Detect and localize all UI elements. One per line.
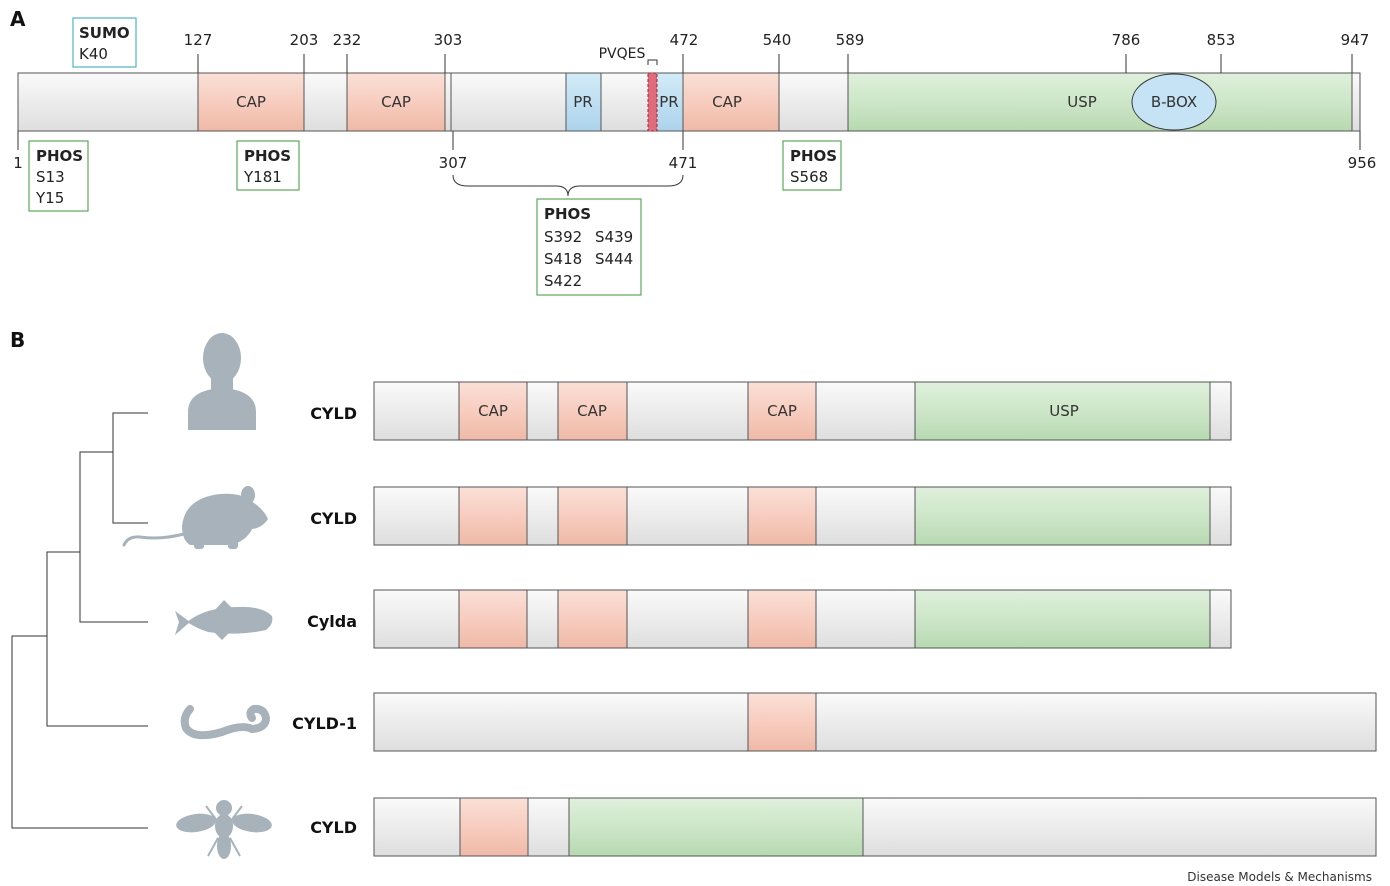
pos-label-1: 1 (13, 154, 23, 172)
pos-label-203: 203 (290, 31, 319, 49)
cap-domain (458, 486, 528, 546)
protein-bar-worm-cyld-1 (373, 692, 1377, 752)
protein-name-mouse: CYLD (310, 509, 357, 528)
cap-domain-1-label: CAP (236, 93, 266, 111)
b-box-label: B-BOX (1151, 93, 1197, 111)
sumo-site: K40 (79, 45, 108, 63)
b-box-domain (1131, 73, 1217, 131)
cap-domain (459, 797, 529, 857)
cap-domain (557, 381, 628, 441)
cap-domain-3-label: CAP (712, 93, 742, 111)
cap-domain (557, 589, 628, 649)
usp-domain-label: USP (1049, 402, 1079, 420)
cap-domain (747, 486, 817, 546)
pos-label-589: 589 (836, 31, 865, 49)
cap-domain (557, 486, 628, 546)
phos-site: Y181 (243, 168, 282, 186)
usp-domain (568, 797, 864, 857)
phos-site: Y15 (35, 189, 64, 207)
zebrafish-icon (175, 600, 273, 640)
usp-domain (914, 589, 1211, 649)
sumo-site-box: SUMO K40 (72, 17, 137, 68)
pos-label-303: 303 (434, 31, 463, 49)
pos-label-127: 127 (184, 31, 213, 49)
fly-icon (176, 800, 272, 859)
top-position-ticks (197, 54, 1353, 73)
phos-box-y181: PHOS Y181 (236, 140, 300, 191)
pr-domain-2-label: PR (659, 93, 678, 111)
pr-domain-1 (565, 72, 602, 132)
phos-site: S444 (595, 250, 633, 268)
bottom-position-ticks (17, 131, 1361, 150)
cap-domain (747, 381, 817, 441)
phos-box-nterm: PHOS S13 Y15 (28, 140, 89, 212)
panel-a-protein-map: CAP CAP PR PR CAP PVQES USP B-BOX (13, 31, 1376, 197)
phos-site: S422 (544, 272, 582, 290)
pos-label-956: 956 (1348, 154, 1377, 172)
usp-domain (847, 72, 1353, 132)
phos-title: PHOS (244, 147, 291, 165)
cap-domain-label: CAP (767, 402, 797, 420)
usp-domain (914, 381, 1211, 441)
phos-site: S439 (595, 228, 633, 246)
pos-label-471: 471 (669, 154, 698, 172)
phos-site: S418 (544, 250, 582, 268)
journal-credit: Disease Models & Mechanisms (1187, 870, 1372, 884)
pos-label-853: 853 (1207, 31, 1236, 49)
protein-name-zebrafish: Cylda (307, 612, 357, 631)
pos-label-786: 786 (1112, 31, 1141, 49)
pr-domain-1-label: PR (573, 93, 592, 111)
protein-bar-zebrafish-cylda (373, 589, 1232, 649)
cap-domain (747, 589, 817, 649)
human-icon (188, 333, 256, 430)
protein-bar-human-cyld: CAP CAP CAP USP (373, 381, 1232, 441)
phos-site: S392 (544, 228, 582, 246)
pvqes-bracket (647, 59, 658, 65)
protein-names: CYLD CYLD Cylda CYLD-1 CYLD (292, 404, 357, 837)
cap-domain-2 (346, 72, 446, 132)
pvqes-label: PVQES (599, 46, 646, 62)
phos-site: S568 (790, 168, 828, 186)
protein-name-fly: CYLD (310, 818, 357, 837)
bottom-position-labels: 1 307 471 956 (13, 154, 1376, 172)
worm-icon (180, 704, 271, 740)
usp-domain-label: USP (1067, 93, 1097, 111)
cap-domain-label: CAP (577, 402, 607, 420)
phos-title: PHOS (36, 147, 83, 165)
sumo-title: SUMO (79, 24, 130, 42)
phylogenetic-tree (11, 412, 148, 829)
usp-domain (914, 486, 1211, 546)
cap-domain (458, 381, 528, 441)
cap-domain-label: CAP (478, 402, 508, 420)
panel-a-label: A (10, 7, 26, 31)
cap-domain (747, 692, 817, 752)
phos-box-s568: PHOS S568 (782, 140, 842, 191)
pvqes-motif (647, 72, 658, 132)
pos-label-232: 232 (333, 31, 362, 49)
phos-box-linker: PHOS S392 S439 S418 S444 S422 (536, 198, 642, 296)
top-position-labels: 127 203 232 303 472 540 589 786 853 947 (184, 31, 1370, 49)
protein-name-human: CYLD (310, 404, 357, 423)
protein-bar-fly-cyld (373, 797, 1377, 857)
pos-label-307: 307 (439, 154, 468, 172)
mouse-icon (122, 486, 268, 549)
region-brace (452, 174, 684, 197)
phos-site: S13 (36, 168, 65, 186)
pos-label-947: 947 (1341, 31, 1370, 49)
panel-b-label: B (10, 328, 25, 352)
pos-label-540: 540 (763, 31, 792, 49)
pos-label-472: 472 (670, 31, 699, 49)
cap-domain-2-label: CAP (381, 93, 411, 111)
cap-domain-1 (197, 72, 305, 132)
cap-domain (458, 589, 528, 649)
protein-bar-mouse-cyld (373, 486, 1232, 546)
cap-domain-3 (682, 72, 780, 132)
phos-title: PHOS (790, 147, 837, 165)
protein-name-worm: CYLD-1 (292, 714, 357, 733)
phos-title: PHOS (544, 205, 591, 223)
